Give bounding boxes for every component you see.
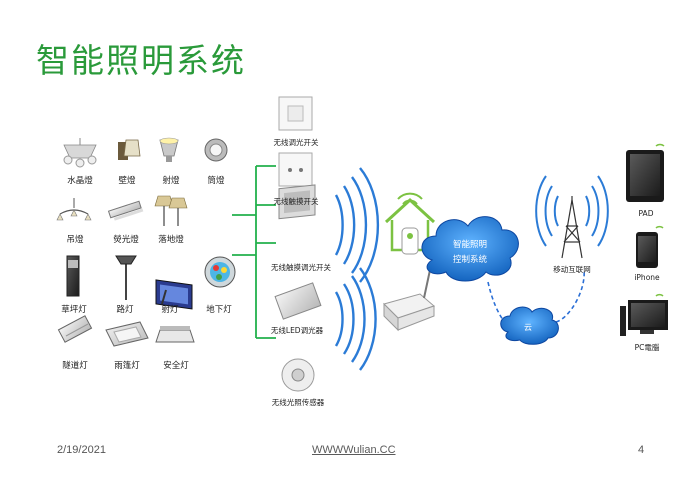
light-label: 壁燈	[118, 175, 136, 186]
touch-switch-icon	[278, 152, 313, 187]
home-gateway-icon	[384, 192, 436, 255]
canopy-lamp-icon	[105, 321, 149, 347]
tablet-icon	[626, 143, 665, 202]
cloud-label: 云	[524, 323, 532, 332]
internet-cloud	[500, 306, 559, 345]
lawn-lamp-icon	[66, 255, 80, 297]
controller-label-line1: 智能照明	[453, 239, 487, 250]
device-label: 无线光照传感器	[272, 397, 325, 407]
led-dimmer-icon	[274, 282, 322, 320]
fluorescent-lamp-icon	[107, 200, 144, 221]
page-number: 4	[638, 444, 645, 456]
control-system-cloud	[421, 216, 519, 282]
light-label: 地下灯	[206, 304, 232, 315]
light-label: 筒燈	[207, 175, 225, 186]
touch-dimmer-switch-icon	[278, 184, 316, 220]
dimmer-switch-icon	[278, 96, 313, 131]
slide-title: 智能照明系统	[36, 41, 246, 80]
device-label: 无线LED调光器	[271, 325, 324, 335]
controller-label-line2: 控制系统	[453, 254, 488, 265]
underground-lamp-icon	[204, 256, 236, 288]
wireless-wave-icon	[334, 267, 377, 371]
light-label: 雨篷灯	[114, 360, 140, 371]
chandelier-icon	[63, 138, 97, 168]
floor-lamp-icon	[154, 195, 188, 226]
wall-lamp-icon	[118, 139, 141, 160]
light-label: 路灯	[116, 304, 134, 315]
light-label: 吊燈	[66, 234, 84, 245]
tunnel-lamp-icon	[57, 315, 93, 343]
wireless-router-icon	[383, 269, 435, 332]
light-label: 射灯	[161, 304, 179, 315]
light-label: 落地燈	[158, 234, 184, 245]
device-label: 无线触摸调光开关	[271, 262, 331, 272]
footer-url-link[interactable]: WWWWulian.CC	[312, 444, 396, 456]
wireless-wave-icon	[334, 167, 380, 283]
light-label: 熒光燈	[113, 234, 139, 245]
device-label: 无线触摸开关	[274, 196, 319, 206]
spotlight-icon	[159, 137, 179, 162]
mobile-network-label: 移动互联网	[553, 264, 591, 274]
light-label: 安全灯	[163, 360, 189, 371]
safety-lamp-icon	[155, 326, 195, 343]
cell-tower-icon	[561, 196, 583, 259]
connector-bracket	[232, 165, 276, 339]
light-label: 水晶燈	[67, 175, 93, 186]
endpoint-label: iPhone	[634, 273, 660, 282]
floodlight-icon	[155, 279, 193, 310]
wireless-wave-icon	[535, 175, 609, 247]
pendant-lamp-icon	[56, 198, 92, 221]
footer-date: 2/19/2021	[57, 444, 106, 456]
desktop-pc-icon	[620, 293, 668, 336]
street-lamp-icon	[115, 255, 137, 300]
light-label: 隧道灯	[62, 360, 88, 371]
endpoint-label: PAD	[639, 209, 654, 218]
device-label: 无线调光开关	[274, 137, 319, 147]
endpoint-label: PC電腦	[635, 342, 660, 352]
light-sensor-icon	[281, 358, 315, 392]
phone-icon	[636, 225, 664, 268]
light-label: 草坪灯	[61, 304, 87, 315]
downlight-icon	[204, 138, 228, 162]
light-label: 射燈	[162, 175, 180, 186]
